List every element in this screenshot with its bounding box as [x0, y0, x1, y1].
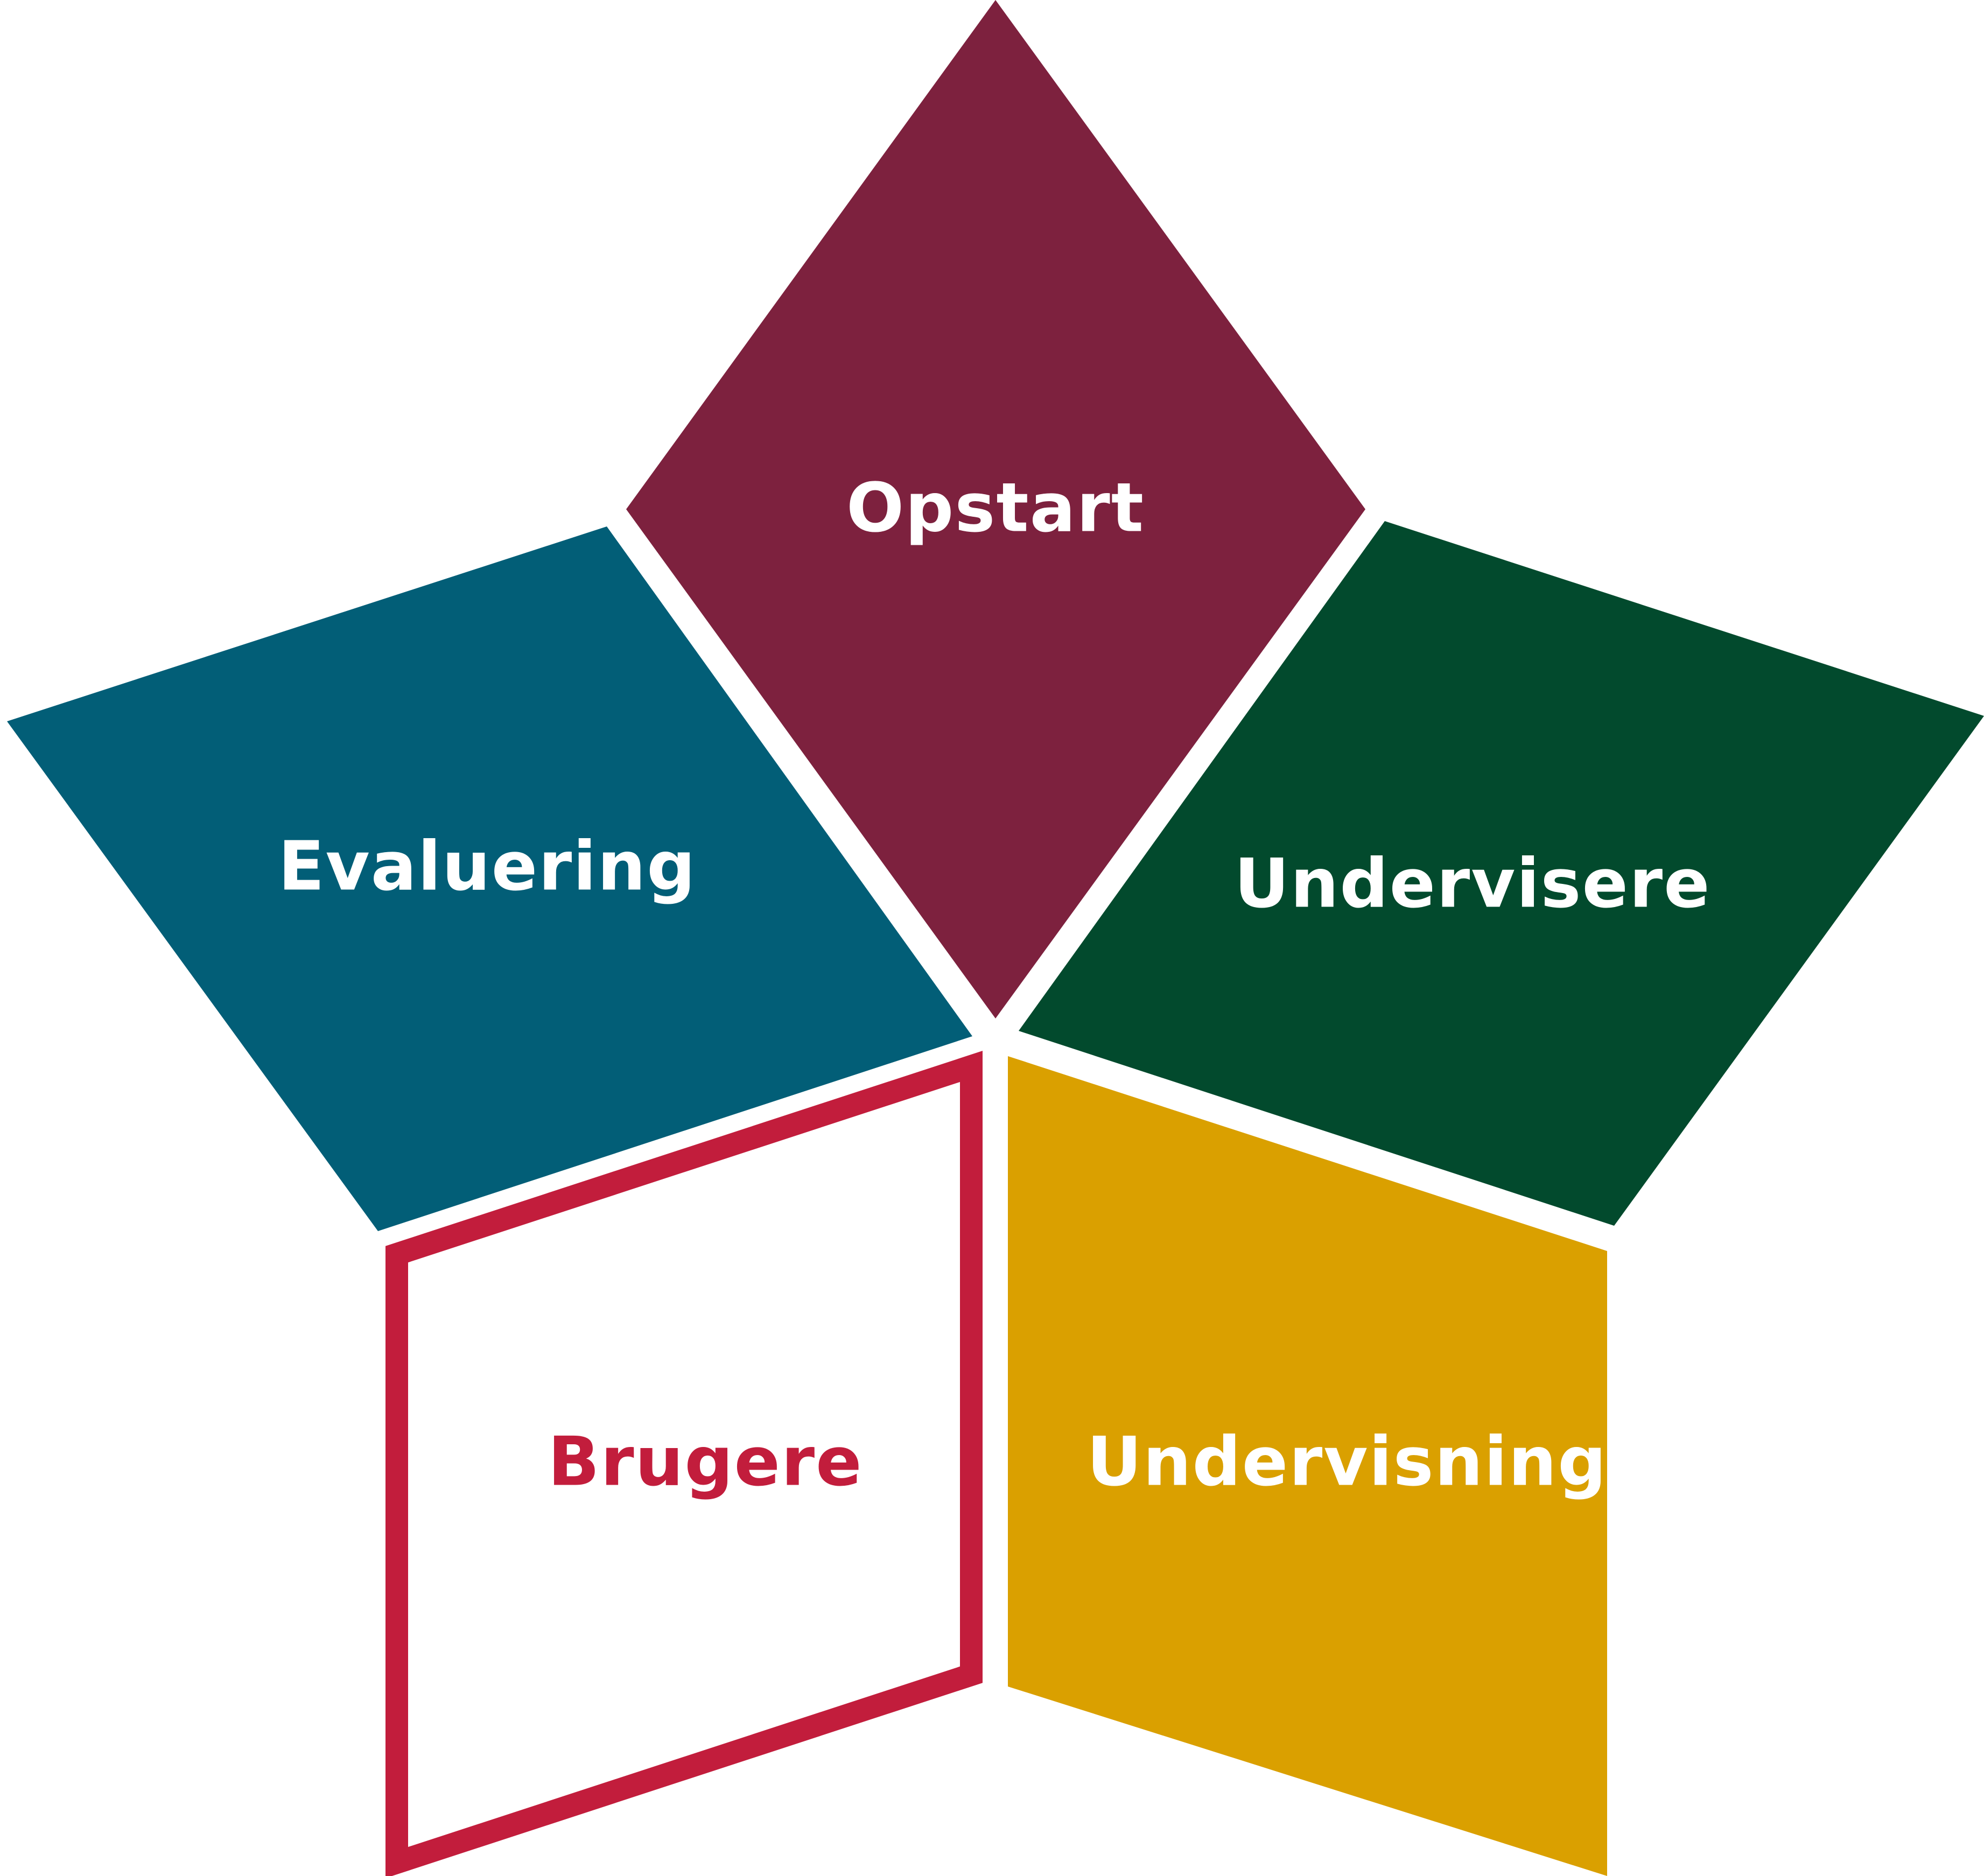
- segment-brugere-label: Brugere: [548, 1422, 863, 1501]
- segment-undervisere-shape: [1019, 521, 1984, 1226]
- segment-evaluering-shape: [7, 526, 972, 1231]
- segment-opstart[interactable]: Opstart: [626, 0, 1365, 1018]
- segment-undervisning-label: Undervisning: [1087, 1422, 1608, 1501]
- segment-undervisning[interactable]: Undervisning: [1008, 1056, 1607, 1876]
- segment-opstart-label: Opstart: [846, 468, 1145, 547]
- segment-undervisning-shape: [1008, 1056, 1607, 1876]
- segment-undervisere[interactable]: Undervisere: [1019, 521, 1984, 1226]
- segment-undervisere-label: Undervisere: [1234, 844, 1710, 923]
- segment-evaluering[interactable]: Evaluering: [7, 526, 972, 1231]
- segment-evaluering-label: Evaluering: [278, 827, 697, 906]
- segment-opstart-shape: [626, 0, 1365, 1018]
- segment-brugere[interactable]: Brugere: [385, 1051, 983, 1876]
- segment-brugere-shape: [385, 1051, 983, 1876]
